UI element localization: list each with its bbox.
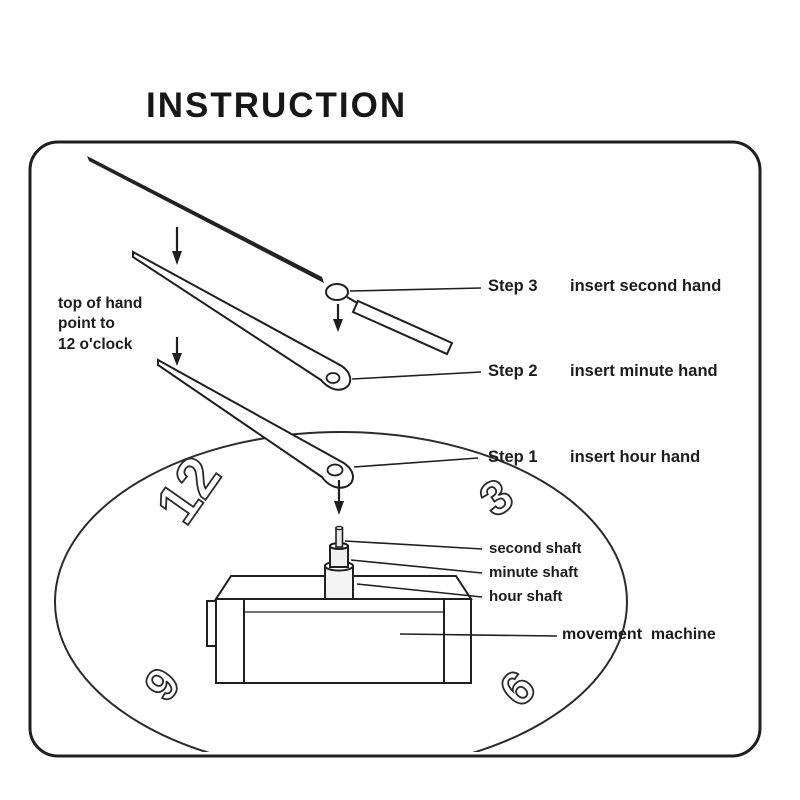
step-1-text: insert hour hand (570, 448, 701, 466)
step-2-label: Step 2 (488, 362, 538, 380)
leader-lines (344, 287, 558, 637)
second-hand-hub (325, 283, 349, 301)
hour-shaft-label: hour shaft (489, 588, 563, 605)
shaft-assembly (324, 525, 354, 600)
hour-hand (157, 358, 354, 489)
frame-border (28, 140, 762, 758)
second-shaft-top (335, 525, 344, 531)
movement-machine-label: movement machine (562, 626, 716, 643)
second-hand (87, 156, 454, 356)
minute-hand-hole (325, 372, 341, 384)
arrow-3-head (333, 319, 343, 332)
numeral-6: 6 (490, 661, 546, 717)
arrow-1-head (172, 251, 182, 265)
arrow-2-head (172, 353, 182, 366)
clock-face-circle (54, 431, 628, 752)
step-3-text: insert second hand (570, 277, 722, 295)
leader-hour-shaft (356, 583, 483, 598)
minute-shaft-label: minute shaft (489, 564, 579, 581)
leader-step1 (353, 457, 479, 468)
hour-hand-blade (157, 358, 354, 489)
step-1-row: Step 1 insert hour hand (488, 448, 700, 467)
step-2-text: insert minute hand (570, 362, 718, 380)
leader-step3 (349, 287, 482, 292)
numeral-3: 3 (471, 469, 523, 528)
step-2-row: Step 2 insert minute hand (488, 362, 718, 381)
step-3-label: Step 3 (488, 277, 538, 295)
leader-movement-machine (399, 633, 558, 637)
second-hand-needle (87, 156, 324, 283)
minute-hand (132, 250, 352, 391)
second-shaft (335, 527, 344, 548)
leader-step2 (351, 371, 482, 380)
numeral-9: 9 (134, 657, 190, 710)
leader-second-shaft (344, 540, 483, 550)
step-3-row: Step 3 insert second hand (488, 277, 721, 296)
assembly-arrows (172, 227, 344, 515)
orientation-note-line2: point to (58, 315, 115, 333)
machine-side-tab (206, 600, 217, 647)
leader-minute-shaft (350, 559, 483, 574)
orientation-note-line1: top of hand (58, 295, 143, 312)
orientation-note-line3: 12 o'clock (58, 335, 133, 353)
orientation-note: top of hand point to 12 o'clock (58, 294, 142, 355)
arrow-4-head (334, 501, 344, 515)
page-title: INSTRUCTION (146, 86, 408, 125)
step-1-label: Step 1 (488, 448, 538, 466)
second-hand-tail (351, 299, 454, 356)
minute-hand-blade (132, 250, 352, 391)
second-shaft-label: second shaft (489, 540, 582, 557)
machine-front-face (215, 598, 472, 684)
numeral-12: 12 (143, 445, 233, 535)
hour-hand-hole (326, 463, 344, 477)
